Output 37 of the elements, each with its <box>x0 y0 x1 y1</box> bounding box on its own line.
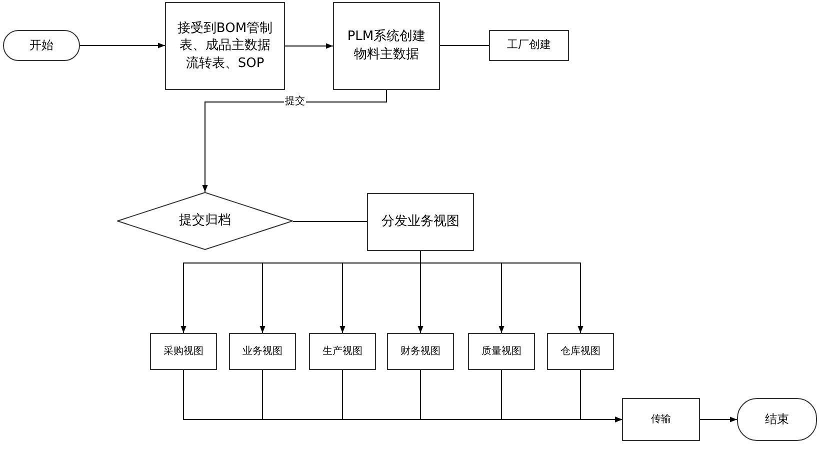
node-label: 仓库视图 <box>560 344 600 358</box>
node-label: 采购视图 <box>164 344 204 358</box>
process-box <box>547 333 614 370</box>
node-label: 接受到BOM管制表、成品主数据流转表、SOP <box>176 20 274 72</box>
process-box <box>150 333 217 370</box>
connector-line <box>292 221 368 222</box>
node-label: PLM系统创建物料主数据 <box>346 28 427 64</box>
connector-line <box>440 45 490 46</box>
arrow <box>420 250 584 334</box>
node-label: 分发业务视图 <box>382 213 460 231</box>
arrow <box>700 416 738 422</box>
node-label: 提交归档 <box>179 212 231 230</box>
process-box <box>387 333 454 370</box>
node-label: 结束 <box>765 411 789 428</box>
process-box <box>229 333 296 370</box>
terminal-pill <box>737 398 817 441</box>
node-label: 生产视图 <box>322 344 362 358</box>
node-label: 工厂创建 <box>507 38 551 53</box>
process-box <box>309 333 376 370</box>
process-box <box>468 333 535 370</box>
process-box <box>622 398 700 441</box>
decision-diamond <box>117 192 293 250</box>
arrow <box>202 90 387 192</box>
terminal-pill <box>3 30 80 61</box>
node-label: 业务视图 <box>242 344 282 358</box>
node-label: 财务视图 <box>400 344 440 358</box>
process-box <box>489 30 569 61</box>
edge-label: 提交 <box>284 96 306 108</box>
arrow <box>80 42 166 48</box>
node-label: 传输 <box>651 412 671 426</box>
node-label: 质量视图 <box>482 344 522 358</box>
arrow <box>284 43 334 49</box>
process-box <box>333 2 440 90</box>
node-label: 开始 <box>30 37 54 54</box>
process-box <box>367 193 474 251</box>
arrow <box>580 370 622 422</box>
process-box <box>165 2 285 90</box>
